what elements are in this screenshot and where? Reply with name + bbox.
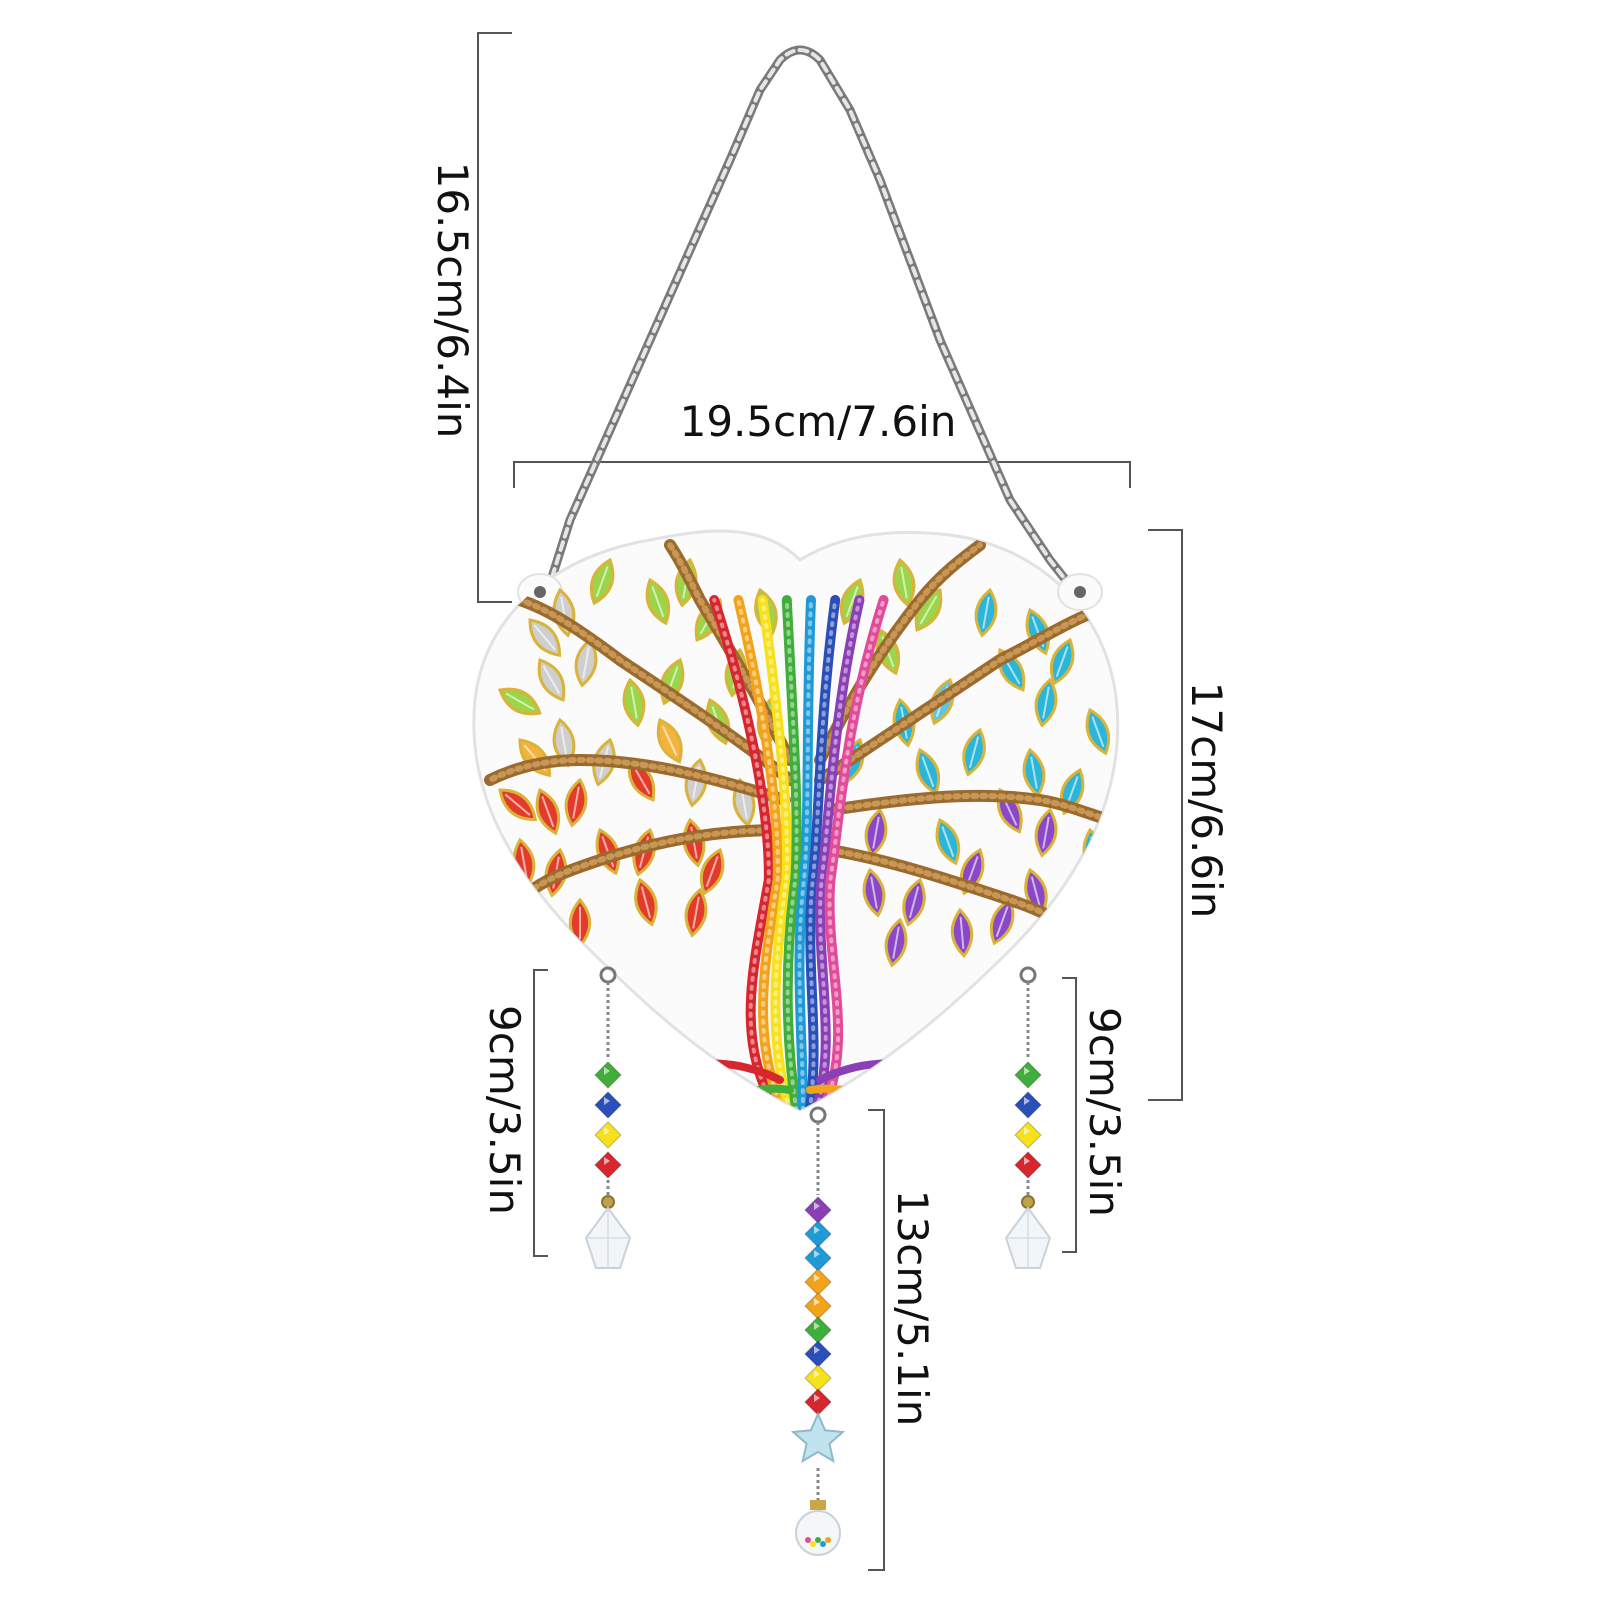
leaf-right-8 xyxy=(1034,677,1058,728)
width-label: 19.5cm/7.6in xyxy=(679,397,957,446)
width-bracket xyxy=(513,461,1131,488)
leaf-left-32 xyxy=(684,887,708,938)
leaf-left-21 xyxy=(535,787,561,836)
leaf-left-20 xyxy=(498,788,538,822)
trunk-strand-6 xyxy=(811,595,865,1110)
leaf-right-28 xyxy=(884,917,908,968)
chain-height-bracket xyxy=(477,32,512,603)
leaf-right-25 xyxy=(902,877,926,927)
left-pendant-label: 9cm/3.5in xyxy=(480,1005,529,1215)
leaf-left-3 xyxy=(645,577,671,626)
trunk-strand-4 xyxy=(794,595,816,1110)
heart-suncatcher xyxy=(472,529,1120,1112)
left-pendant-crystal xyxy=(584,1206,632,1269)
center-pendant-bead-0 xyxy=(804,1196,832,1224)
leaf-right-18 xyxy=(1034,807,1058,858)
right-pendant-label: 9cm/3.5in xyxy=(1080,1007,1129,1217)
leaf-left-2 xyxy=(589,557,615,606)
left-pendant xyxy=(584,966,632,1269)
leaf-left-0 xyxy=(528,618,562,658)
heart-height-bracket xyxy=(1148,529,1183,1101)
center-pendant-bead-1 xyxy=(804,1220,832,1248)
dimension-lines xyxy=(477,32,1183,1571)
leaf-right-27 xyxy=(989,897,1015,946)
center-pendant-bead-4 xyxy=(804,1292,832,1320)
leaf-left-11 xyxy=(622,677,646,728)
chain-height-label: 16.5cm/6.4in xyxy=(428,161,477,439)
leaf-left-8 xyxy=(497,687,542,716)
leaf-left-31 xyxy=(634,877,658,927)
trunk-strand-5 xyxy=(804,595,841,1110)
leaf-right-24 xyxy=(862,867,886,918)
leaf-right-1 xyxy=(892,557,916,608)
trunk-strand-2 xyxy=(757,595,795,1110)
right-pendant-crystal xyxy=(1004,1206,1052,1269)
hanging-chain xyxy=(543,45,1077,595)
right-pendant xyxy=(1004,966,1052,1269)
left-pendant-bead-0 xyxy=(594,1061,622,1089)
leaf-right-9 xyxy=(1085,707,1111,756)
left-pendant-bracket xyxy=(533,969,548,1257)
leaf-right-23 xyxy=(1024,867,1048,917)
leaf-left-9 xyxy=(537,657,566,702)
center-pendant-label: 13cm/5.1in xyxy=(888,1189,937,1427)
center-pendant xyxy=(790,1106,846,1556)
center-pendant-glass-ball xyxy=(795,1500,841,1556)
trunk-strand-0 xyxy=(709,595,782,1110)
right-pendant-bead-1 xyxy=(1014,1091,1042,1119)
left-pendant-bead-3 xyxy=(594,1151,622,1179)
leaf-left-18 xyxy=(656,717,683,764)
leaf-left-22 xyxy=(564,777,588,828)
right-pendant-bead-3 xyxy=(1014,1151,1042,1179)
left-pendant-bead-1 xyxy=(594,1091,622,1119)
leaf-right-14 xyxy=(962,727,986,777)
center-pendant-bracket xyxy=(868,1109,885,1571)
leaf-right-6 xyxy=(1049,637,1075,686)
right-pendant-bracket xyxy=(1062,977,1077,1253)
leaf-right-26 xyxy=(950,907,974,959)
trunk-strand-3 xyxy=(781,595,802,1110)
center-pendant-bead-2 xyxy=(804,1244,832,1272)
leaf-left-29 xyxy=(699,847,725,896)
center-pendant-bead-6 xyxy=(804,1340,832,1368)
center-pendant-bead-7 xyxy=(804,1364,832,1392)
right-pendant-bead-0 xyxy=(1014,1061,1042,1089)
center-pendant-bead-3 xyxy=(804,1268,832,1296)
left-pendant-bead-2 xyxy=(594,1121,622,1149)
trunk-strand-7 xyxy=(817,595,889,1110)
leaf-right-0 xyxy=(839,577,865,626)
right-pendant-bead-2 xyxy=(1014,1121,1042,1149)
leaf-left-10 xyxy=(574,637,598,688)
heart-height-label: 17cm/6.6in xyxy=(1182,681,1231,919)
center-pendant-bead-8 xyxy=(804,1388,832,1416)
tree-leaves xyxy=(497,557,1111,968)
center-pendant-bead-5 xyxy=(804,1316,832,1344)
leaf-right-4 xyxy=(974,587,998,638)
leaf-right-21 xyxy=(935,817,961,866)
center-pendant-star xyxy=(790,1411,846,1464)
trunk-strand-1 xyxy=(733,595,789,1110)
